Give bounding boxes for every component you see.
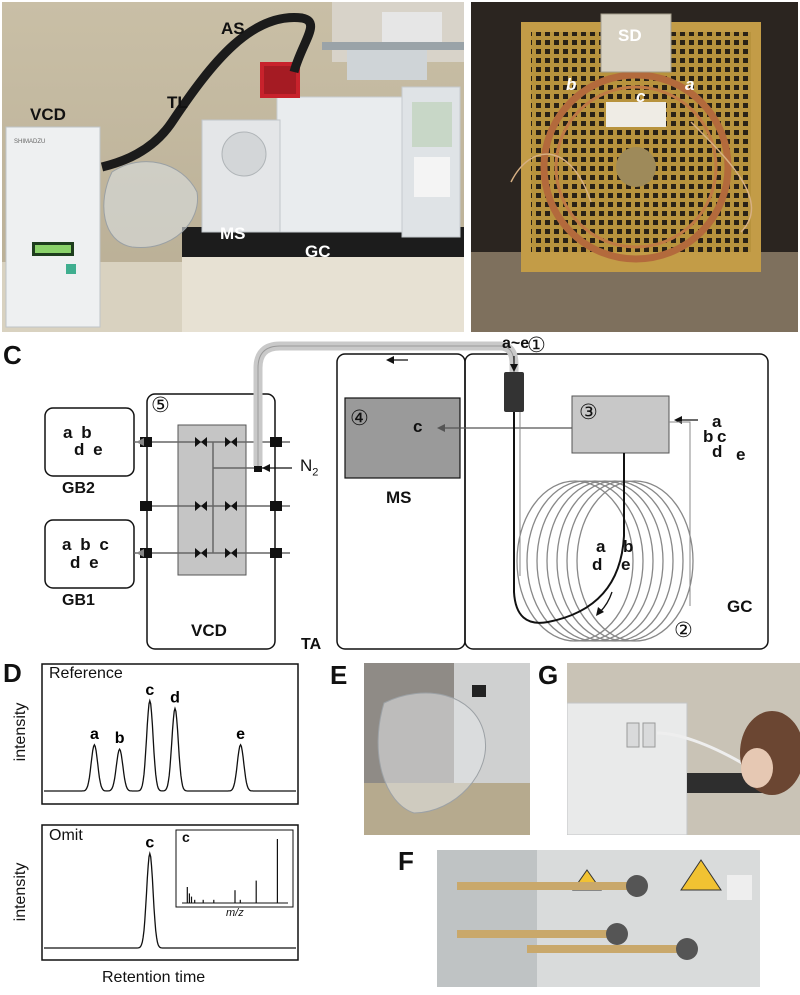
- omit-peak-label-c: c: [145, 835, 154, 852]
- panel-letter-g: G: [538, 660, 559, 690]
- circled-five: ⑤: [151, 394, 170, 417]
- shimadzu-brand: SHIMADZU: [14, 139, 46, 145]
- photo-a-label-gc: GC: [305, 242, 331, 261]
- ta-label: TA: [301, 636, 322, 653]
- gb2-row1: a b: [63, 423, 94, 442]
- gb2-row2: d e: [74, 440, 105, 459]
- circled-two: ②: [674, 619, 693, 642]
- column-compound-b: b: [623, 537, 634, 556]
- gc-input-d: d: [712, 442, 723, 461]
- gc-input-c: c: [717, 427, 727, 446]
- photo-b: SD b c a: [471, 2, 798, 332]
- reference-peak-label-e: e: [236, 726, 245, 743]
- ms-detector-box: [344, 397, 461, 479]
- gb2-label: GB2: [62, 480, 95, 497]
- photo-e: [364, 663, 530, 835]
- circled-three: ③: [579, 401, 598, 424]
- reference-trace: [44, 698, 296, 792]
- gb1-label: GB1: [62, 592, 95, 609]
- n2-subscript: 2: [312, 466, 319, 479]
- gc-column-coil: [516, 480, 694, 642]
- mass-spectrum-title: c: [182, 829, 190, 845]
- inlet-device: [504, 372, 524, 412]
- photo-e-scene: [364, 663, 530, 835]
- panel-letter-d: D: [3, 658, 22, 688]
- photo-b-label-b: b: [566, 75, 577, 94]
- diagram-c: [44, 341, 769, 650]
- reference-ylabel: intensity: [12, 702, 29, 762]
- circled-one: ①: [527, 334, 546, 357]
- reference-title: Reference: [49, 665, 123, 682]
- photo-a: SHIMADZU VCD AS TL MS GC: [2, 2, 464, 332]
- panel-letter-e: E: [330, 660, 348, 690]
- gc-input-e: e: [736, 445, 746, 464]
- reference-peak-label-a: a: [90, 726, 99, 743]
- photo-a-label-ms: MS: [220, 224, 246, 243]
- gc-label: GC: [727, 597, 753, 616]
- photo-f: [437, 850, 760, 987]
- photo-g-scene: [567, 663, 800, 835]
- photo-a-label-as: AS: [221, 19, 245, 38]
- panel-letter-f: F: [398, 846, 414, 876]
- reference-peak-label-c: c: [145, 682, 154, 699]
- vcd-label: VCD: [191, 621, 227, 640]
- column-compound-a: a: [596, 537, 606, 556]
- gc-input-b: b: [703, 427, 714, 446]
- omit-ylabel: intensity: [12, 862, 29, 922]
- gb1-row2: d e: [70, 553, 101, 572]
- inlet-compounds-label: a~e: [502, 335, 530, 352]
- gb1-box: [44, 519, 135, 589]
- circled-four: ④: [350, 407, 369, 430]
- photo-b-scene: [471, 2, 798, 332]
- gc-outer-box: [464, 353, 769, 650]
- ms-label: MS: [386, 488, 412, 507]
- d-xlabel: Retention time: [102, 969, 206, 986]
- photo-a-scene: [2, 2, 464, 332]
- gc-input-a: a: [712, 412, 722, 431]
- vcd-outer-box: [146, 393, 276, 650]
- ms-compound-c: c: [413, 417, 423, 436]
- omit-title: Omit: [49, 827, 83, 844]
- photo-g: [567, 663, 800, 835]
- vcd-valves: [195, 437, 237, 558]
- panel-letter-c: C: [3, 340, 22, 370]
- photo-f-scene: [437, 850, 760, 987]
- gb1-row1: a b c: [62, 535, 111, 554]
- reference-frame: [41, 663, 299, 805]
- photo-b-label-sd: SD: [618, 26, 642, 45]
- n2-label: N2: [300, 456, 319, 479]
- photo-b-label-c: c: [636, 87, 646, 106]
- column-compound-d: d: [592, 555, 603, 574]
- photo-a-label-tl: TL: [167, 93, 188, 112]
- photo-b-label-a: a: [685, 75, 695, 94]
- reference-peak-label-d: d: [170, 690, 180, 707]
- mass-spectrum-xlabel: m/z: [226, 907, 244, 919]
- mass-spectrum-bars: [182, 839, 288, 904]
- splitter-box: [571, 395, 670, 454]
- reference-peak-label-b: b: [115, 730, 125, 747]
- photo-a-label-vcd: VCD: [30, 105, 66, 124]
- omit-trace: [44, 850, 296, 949]
- column-compound-e: e: [621, 555, 631, 574]
